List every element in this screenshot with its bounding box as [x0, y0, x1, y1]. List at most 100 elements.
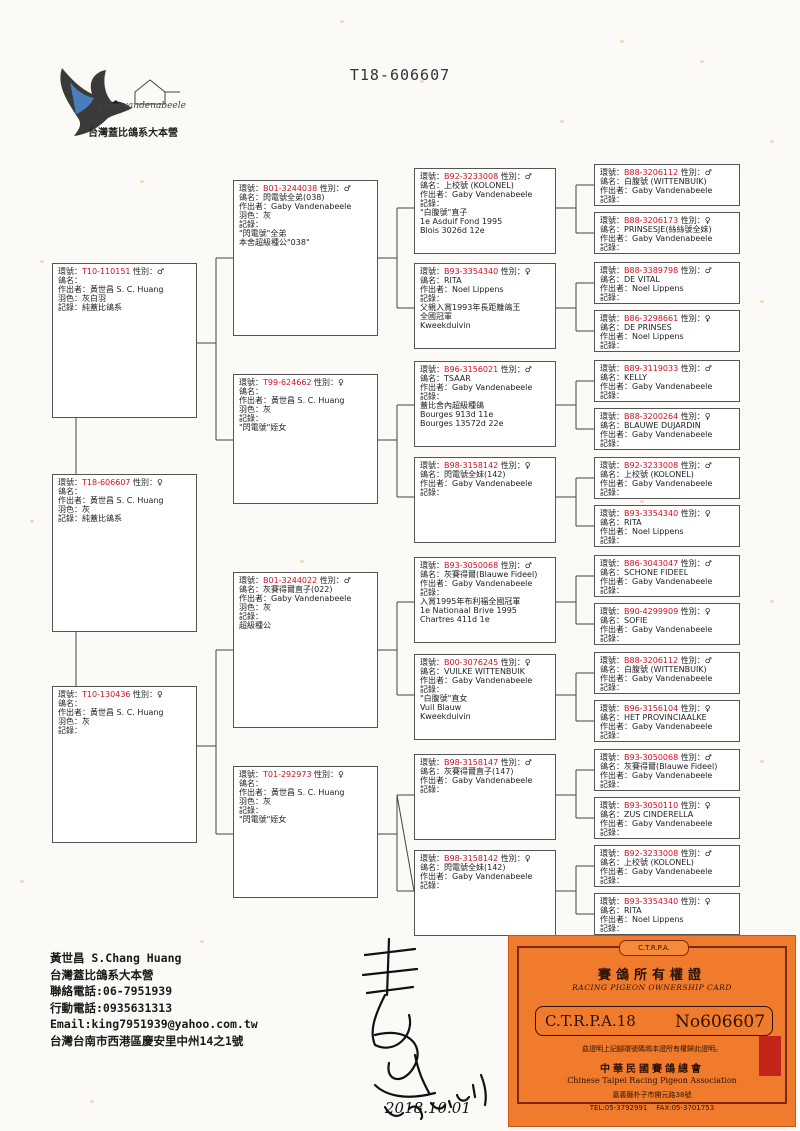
pedigree-note: 入賞1995年布利福全國冠軍	[420, 597, 521, 606]
breeder: 作出者：Gaby Vandenabeele	[420, 383, 533, 392]
band-row: 環號：B88-3206112 性別：♂	[600, 168, 734, 177]
logo-script: gaby vandenabeele	[98, 101, 186, 111]
contact-block: 黃世昌 S.Chang Huang 台灣蓋比鴿系大本營 聯絡電話:06-7951…	[50, 950, 258, 1049]
band-label: 環號：	[600, 801, 624, 810]
sex: 性別：♂	[317, 184, 351, 193]
record: 記錄：	[420, 294, 444, 303]
band-row: 環號：B93-3354340 性別：♀	[420, 267, 550, 276]
band-row: 環號：T18-606607 性別：♀	[58, 478, 191, 487]
breeder: 作出者：Gaby Vandenabeele	[600, 577, 713, 586]
band-number: T18-606607	[82, 478, 131, 487]
breeder: 作出者：Gaby Vandenabeele	[600, 625, 713, 634]
owner-name: 黃世昌 S.Chang Huang	[50, 951, 182, 965]
record: 記錄：	[239, 414, 263, 423]
pedigree-note: 超級種公	[239, 621, 271, 630]
handwritten-signature: 2018.10.01	[361, 937, 487, 1121]
great-grandparent-card: 環號：B92-3233008 性別：♂鴿名：上校號 (KOLONEL)作出者：G…	[414, 168, 556, 254]
paper-speck	[20, 880, 24, 883]
pigeon-name: 鴿名：RITA	[600, 906, 642, 915]
certificate-number: No606607	[675, 1012, 765, 1032]
pedigree-note: Chartres 411d 1e	[420, 615, 490, 624]
breeder: 作出者：黃世昌 S. C. Huang	[58, 708, 164, 717]
great-grandparent-card: 環號：B98-3158142 性別：♀鴿名：閃電號全妹(142)作出者：Gaby…	[414, 457, 556, 543]
band-number: T99-624662	[263, 378, 312, 387]
sex: 性別：♀	[678, 509, 711, 518]
certificate-note: 茲證明上記腳環號碼鴿本證所有權歸此證明。	[582, 1045, 722, 1053]
paper-speck	[30, 520, 34, 523]
band-label: 環號：	[58, 267, 82, 276]
band-row: 環號：B98-3158142 性別：♀	[420, 461, 550, 470]
band-number: B98-3158147	[444, 758, 499, 767]
pedigree-note: "閃電號"姪女	[239, 815, 287, 824]
record: 記錄：	[420, 785, 444, 794]
breeder: 作出者：Gaby Vandenabeele	[600, 867, 713, 876]
sex: 性別：♂	[498, 172, 532, 181]
paper-speck	[90, 1100, 94, 1103]
band-row: 環號：B93-3354340 性別：♀	[600, 509, 734, 518]
sex: 性別：♂	[678, 364, 712, 373]
pigeon-name: 鴿名：閃電號全妹(142)	[420, 470, 506, 479]
band-label: 環號：	[600, 364, 624, 373]
sex: 性別：♂	[678, 461, 712, 470]
sex: 性別：♂	[678, 849, 712, 858]
band-number: B92-3233008	[444, 172, 499, 181]
band-label: 環號：	[420, 561, 444, 570]
sex: 性別：♀	[498, 854, 531, 863]
band-row: 環號：B93-3050068 性別：♂	[600, 753, 734, 762]
pigeon-name: 鴿名：VUILKE WITTENBUIK	[420, 667, 525, 676]
pedigree-note: Vuil Blauw	[420, 703, 462, 712]
breeder: 作出者：Gaby Vandenabeele	[600, 430, 713, 439]
sex: 性別：♂	[678, 559, 712, 568]
record: 記錄：	[600, 924, 624, 933]
sex: 性別：♀	[498, 658, 531, 667]
band-number: B93-3354340	[624, 509, 679, 518]
band-label: 環號：	[600, 607, 624, 616]
band-label: 環號：	[239, 770, 263, 779]
record: 記錄：	[420, 392, 444, 401]
pigeon-name: 鴿名：上校號 (KOLONEL)	[600, 470, 694, 479]
gen4-ancestor-card: 環號：B93-3050068 性別：♂鴿名：灰賽得爾(Blauwe Fideel…	[594, 749, 740, 791]
breeder: 作出者：Gaby Vandenabeele	[420, 776, 533, 785]
paper-speck	[770, 600, 774, 603]
pedigree-note: Bourges 913d 11e	[420, 410, 494, 419]
paper-speck	[300, 560, 304, 563]
breeder: 作出者：Gaby Vandenabeele	[420, 479, 533, 488]
band-number: B00-3076245	[444, 658, 499, 667]
pedigree-note: Blois 3026d 12e	[420, 226, 485, 235]
breeder: 作出者：Gaby Vandenabeele	[600, 382, 713, 391]
breeder: 作出者：Gaby Vandenabeele	[600, 234, 713, 243]
band-row: 環號：B93-3050068 性別：♂	[420, 561, 550, 570]
record: 記錄：	[600, 683, 624, 692]
paper-speck	[620, 40, 624, 43]
sex: 性別：♀	[678, 704, 711, 713]
grandparent-card: 環號：B01-3244022 性別：♂鴿名：灰賽得爾直子(022)作出者：Gab…	[233, 572, 378, 728]
band-row: 環號：T10-110151 性別：♂	[58, 267, 191, 276]
band-label: 環號：	[600, 656, 624, 665]
color: 羽色：灰	[239, 211, 271, 220]
band-number: B98-3158142	[444, 854, 499, 863]
pigeon-name: 鴿名：上校號 (KOLONEL)	[420, 181, 514, 190]
band-label: 環號：	[420, 758, 444, 767]
band-row: 環號：B86-3043047 性別：♂	[600, 559, 734, 568]
association-contact: TEL:05-3792991 FAX:05-3701753	[523, 1104, 781, 1112]
dove-logo-icon	[60, 68, 180, 136]
certificate-title: 賽鴿所有權證	[597, 968, 706, 983]
breeder: 作出者：Gaby Vandenabeele	[420, 676, 533, 685]
record: 記錄：	[600, 439, 624, 448]
band-label: 環號：	[600, 461, 624, 470]
pedigree-note: 1e Asduif Fond 1995	[420, 217, 503, 226]
logo-name: 台灣蓋比鴿系大本營	[88, 128, 178, 139]
band-row: 環號：B86-3298661 性別：♀	[600, 314, 734, 323]
band-row: 環號：B92-3233008 性別：♂	[420, 172, 550, 181]
paper-speck	[560, 120, 564, 123]
breeder: 作出者：Noel Lippens	[600, 527, 684, 536]
loft-name: 台灣蓋比鴿系大本營	[50, 967, 154, 982]
band-number: B98-3158142	[444, 461, 499, 470]
band-label: 環號：	[420, 365, 444, 374]
band-row: 環號：B00-3076245 性別：♀	[420, 658, 550, 667]
ownership-certificate: C.T.R.P.A. 賽鴿所有權證 RACING PIGEON OWNERSHI…	[508, 935, 796, 1127]
